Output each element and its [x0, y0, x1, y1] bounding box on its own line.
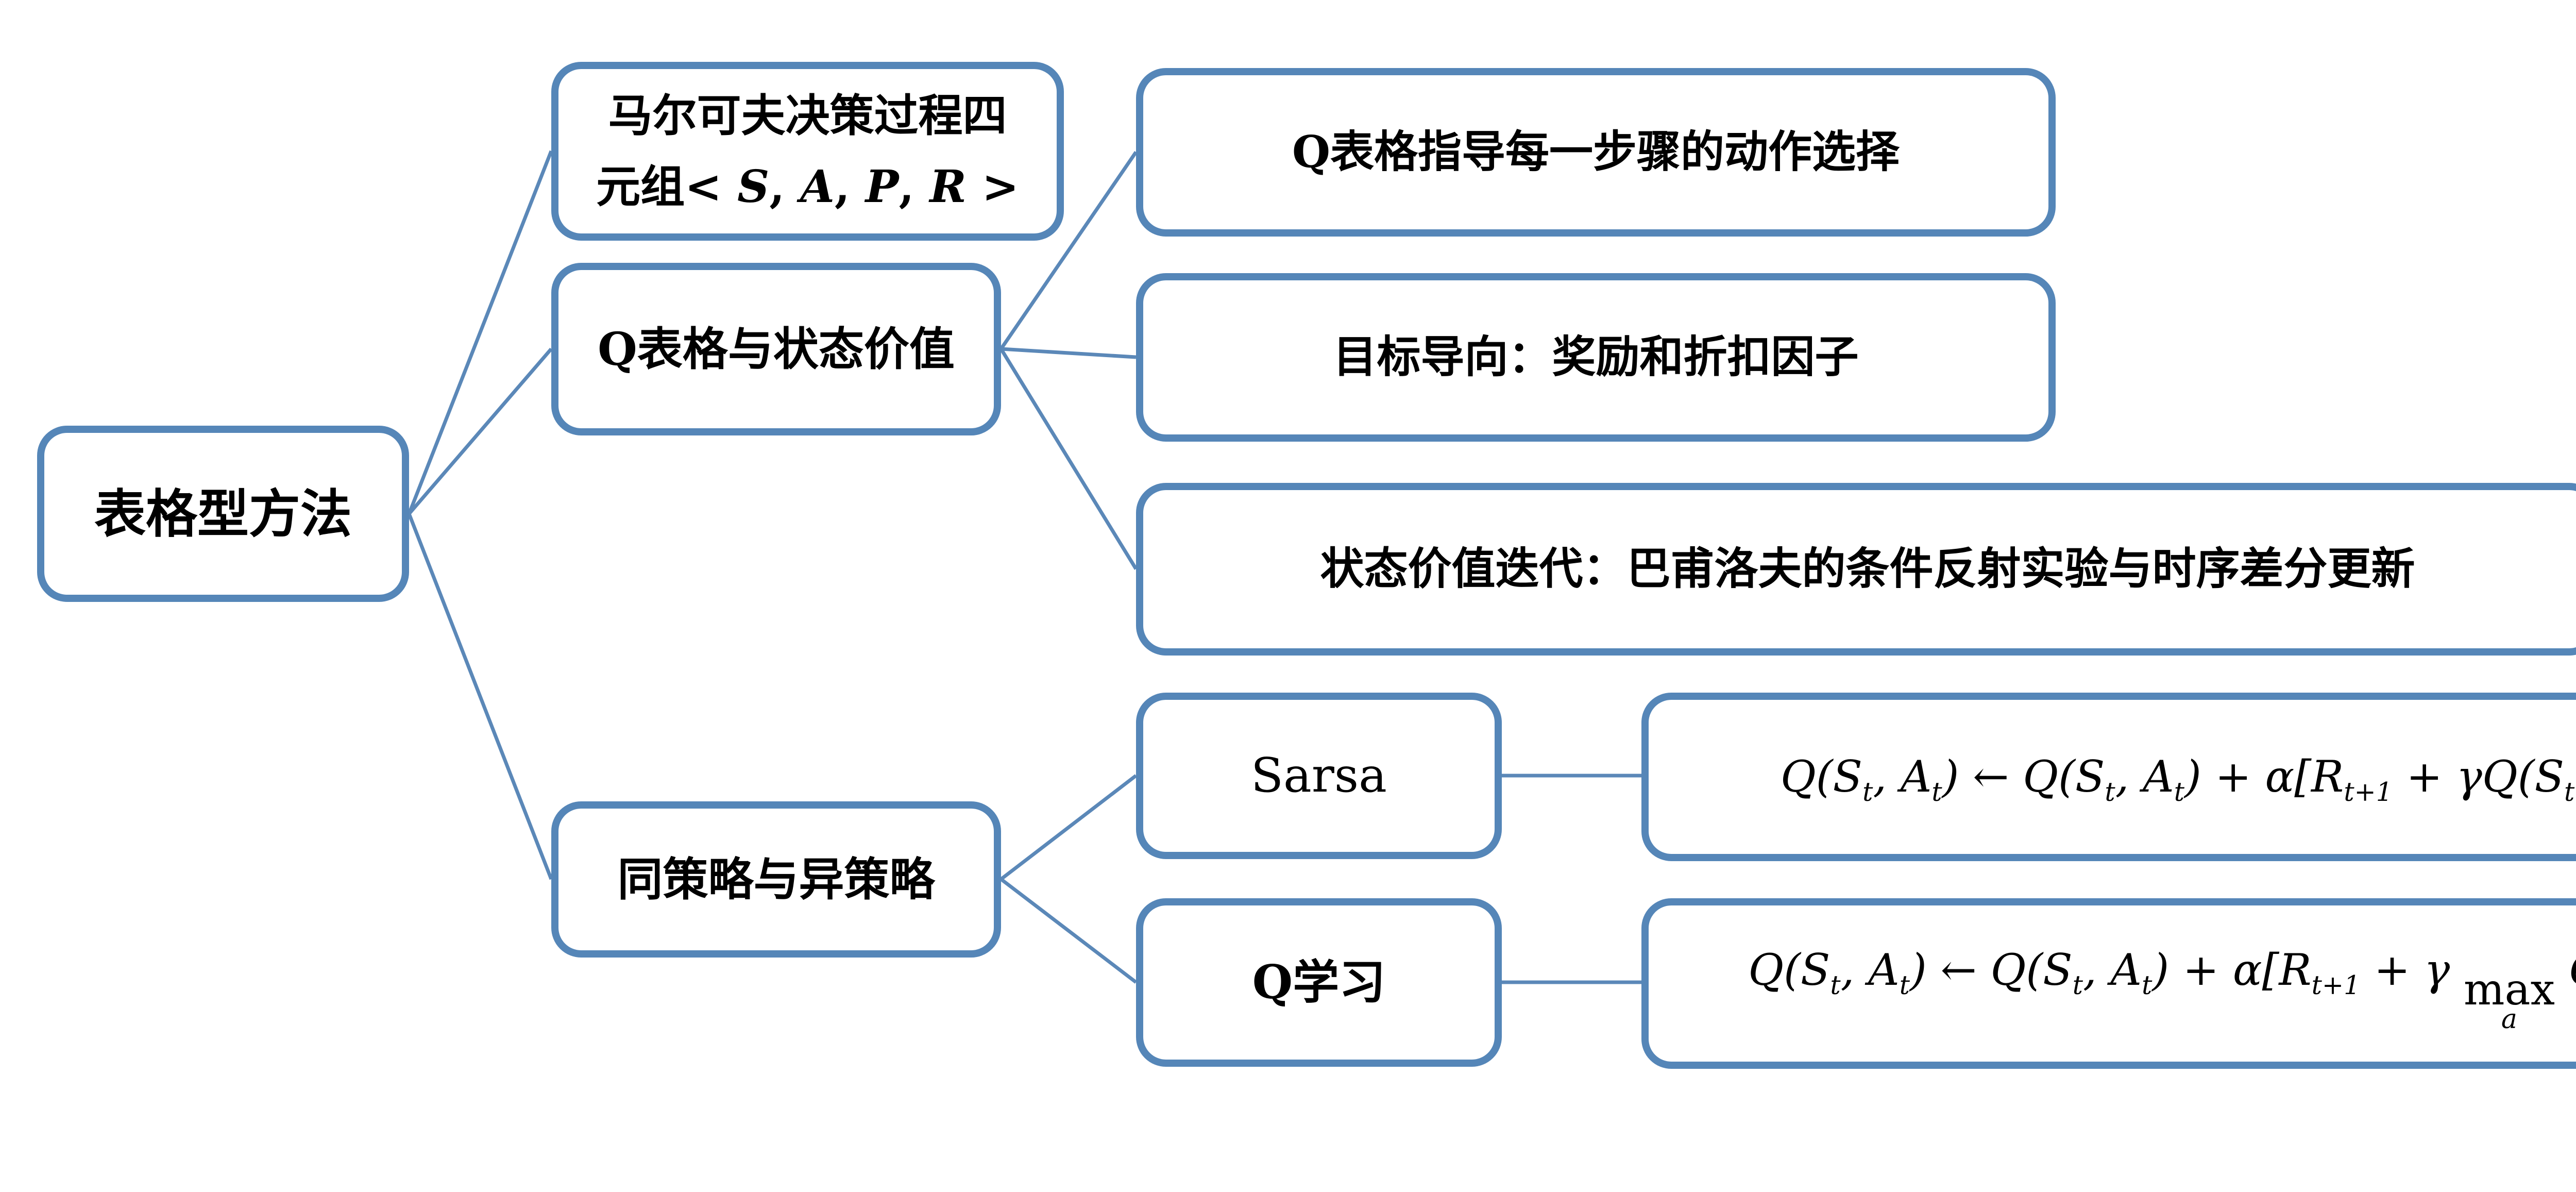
node-qtable-state-value: Q表格与状态价值 — [551, 263, 1001, 435]
connector-qtable-value — [999, 348, 1138, 570]
connector-root-policy — [407, 513, 553, 880]
connector-policy-qlearn — [999, 878, 1138, 984]
connector-policy-sarsa — [999, 774, 1138, 881]
node-label: Sarsa — [1251, 748, 1387, 803]
node-label-line2: 元组< S, A, P, R > — [596, 160, 1019, 213]
node-onpolicy-offpolicy: 同策略与异策略 — [551, 801, 1001, 958]
node-qtable-guides-action: Q表格指导每一步骤的动作选择 — [1136, 68, 2056, 237]
connector-qtable-goal — [1001, 347, 1137, 359]
connector-root-mdp — [407, 150, 553, 515]
node-label-line1: 马尔可夫决策过程四 — [608, 89, 1007, 142]
node-label: 目标导向：奖励和折扣因子 — [1333, 331, 1859, 383]
node-goal-oriented: 目标导向：奖励和折扣因子 — [1136, 273, 2056, 442]
formula-text: Q(St, At) ← Q(St, At) + α[Rt+1 + γQ(St+1… — [1780, 751, 2576, 808]
node-label: Q表格指导每一步骤的动作选择 — [1292, 126, 1900, 178]
node-sarsa: Sarsa — [1136, 693, 1502, 859]
node-mdp-tuple: 马尔可夫决策过程四 元组< S, A, P, R > — [551, 62, 1064, 241]
connector-root-qtable — [408, 347, 553, 515]
connector-qtable-action — [999, 151, 1138, 350]
node-label: 表格型方法 — [94, 483, 352, 544]
node-sarsa-update-formula: Q(St, At) ← Q(St, At) + α[Rt+1 + γQ(St+1… — [1641, 693, 2576, 861]
node-label: 状态价值迭代：巴甫洛夫的条件反射实验与时序差分更新 — [1320, 543, 2415, 595]
node-label: Q学习 — [1252, 954, 1386, 1010]
node-label: 同策略与异策略 — [617, 852, 935, 906]
node-label: Q表格与状态价值 — [598, 322, 955, 376]
node-qlearning: Q学习 — [1136, 898, 1502, 1067]
node-root-tabular-methods: 表格型方法 — [37, 426, 409, 602]
node-state-value-iteration: 状态价值迭代：巴甫洛夫的条件反射实验与时序差分更新 — [1136, 483, 2576, 656]
